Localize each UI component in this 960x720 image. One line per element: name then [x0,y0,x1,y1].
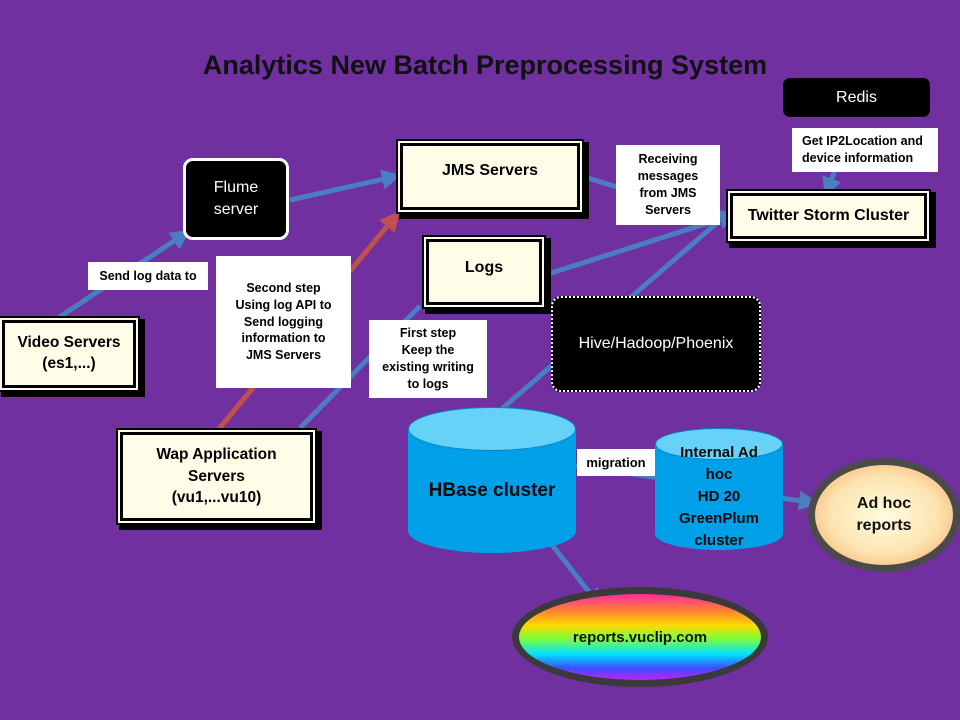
video-servers-sub: (es1,...) [42,355,96,372]
arrow-flume-to-jms [289,169,402,203]
hive-hadoop-node: Hive/Hadoop/Phoenix [551,296,761,392]
wap-application-label-3: (vu1,...vu10) [171,489,262,507]
hive-hadoop-label: Hive/Hadoop/Phoenix [578,335,734,352]
internal-adhoc-node: Internal Ad hoc HD 20 GreenPlum cluster [655,428,783,550]
migration-note: migration [577,449,655,476]
reports-vuclip-label: reports.vuclip.com [572,628,708,646]
redis-node: Redis [783,78,930,117]
reports-vuclip-node: reports.vuclip.com [512,587,768,687]
arrow-logs-to-storm [544,209,739,278]
logs-label: Logs [464,259,504,276]
video-servers-node: Video Servers (es1,...) [0,318,138,390]
wap-application-label-1: Wap Application [156,446,277,464]
wap-application-label-2: Servers [188,467,245,485]
diagram-title: Analytics New Batch Preprocessing System [202,50,768,80]
hbase-cluster-node: HBase cluster [408,407,576,553]
hbase-cluster-label: HBase cluster [428,480,556,501]
first-step-note: First step Keep the existing writing to … [369,320,487,398]
flume-server-node: Flume server [183,158,289,240]
send-log-note: Send log data to [88,262,208,290]
arrow-jms-to-storm [577,172,621,191]
internal-adhoc-label: Internal Ad hoc HD 20 GreenPlum cluster [678,444,760,550]
arrow-redis-to-storm [822,169,842,198]
second-step-note: Second step Using log API to Send loggin… [216,256,351,388]
ip2location-note: Get IP2Location and device information [792,128,938,172]
jms-servers-label: JMS Servers [441,162,539,179]
wap-application-node: Wap Application Servers (vu1,...vu10) [118,430,315,523]
twitter-storm-node: Twitter Storm Cluster [728,191,929,241]
jms-servers-node: JMS Servers [398,141,582,212]
logs-node: Logs [424,237,544,307]
receiving-note: Receiving messages from JMS Servers [616,145,720,225]
video-servers-label: Video Servers [17,334,121,352]
flume-server-label-1: Flume [213,178,259,196]
flume-server-label-2: server [213,201,259,218]
adhoc-reports-node: Ad hoc reports [808,458,960,572]
twitter-storm-label: Twitter Storm Cluster [747,207,910,224]
arrow-internal-to-reports [779,490,819,511]
redis-label: Redis [836,88,877,106]
